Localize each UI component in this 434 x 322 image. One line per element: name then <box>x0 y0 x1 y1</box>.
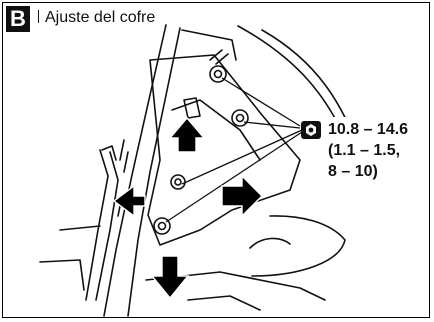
bolt-left <box>170 174 186 190</box>
fender-lower <box>251 215 346 277</box>
arrow-down <box>150 255 190 300</box>
torque-wrench-icon <box>301 121 321 139</box>
torque-value-ftlb: 8 – 10) <box>328 163 378 180</box>
arrow-left <box>112 184 146 218</box>
leader-line-middle <box>243 121 301 129</box>
hinge-plate <box>147 54 301 246</box>
section-badge: B <box>6 6 30 32</box>
hood-edge-outer <box>103 24 167 317</box>
hood-edge-inner <box>127 27 181 317</box>
hood-strut <box>95 151 119 301</box>
heading-separator <box>38 10 39 23</box>
section-title: Ajuste del cofre <box>45 9 156 26</box>
leader-line-upper <box>221 77 301 127</box>
arrow-right <box>221 174 263 218</box>
leader-line-lower <box>165 131 303 223</box>
leader-line-left <box>181 129 303 185</box>
torque-value-nm: 10.8 – 14.6 <box>328 121 409 138</box>
arrow-up <box>168 116 206 153</box>
torque-callout: 10.8 – 14.6 (1.1 – 1.5, 8 – 10) <box>326 117 413 184</box>
section-heading: Ajuste del cofre <box>34 8 160 28</box>
torque-value-kgm: (1.1 – 1.5, <box>328 142 401 159</box>
bolt-middle <box>231 109 249 127</box>
bolt-upper <box>209 65 227 83</box>
